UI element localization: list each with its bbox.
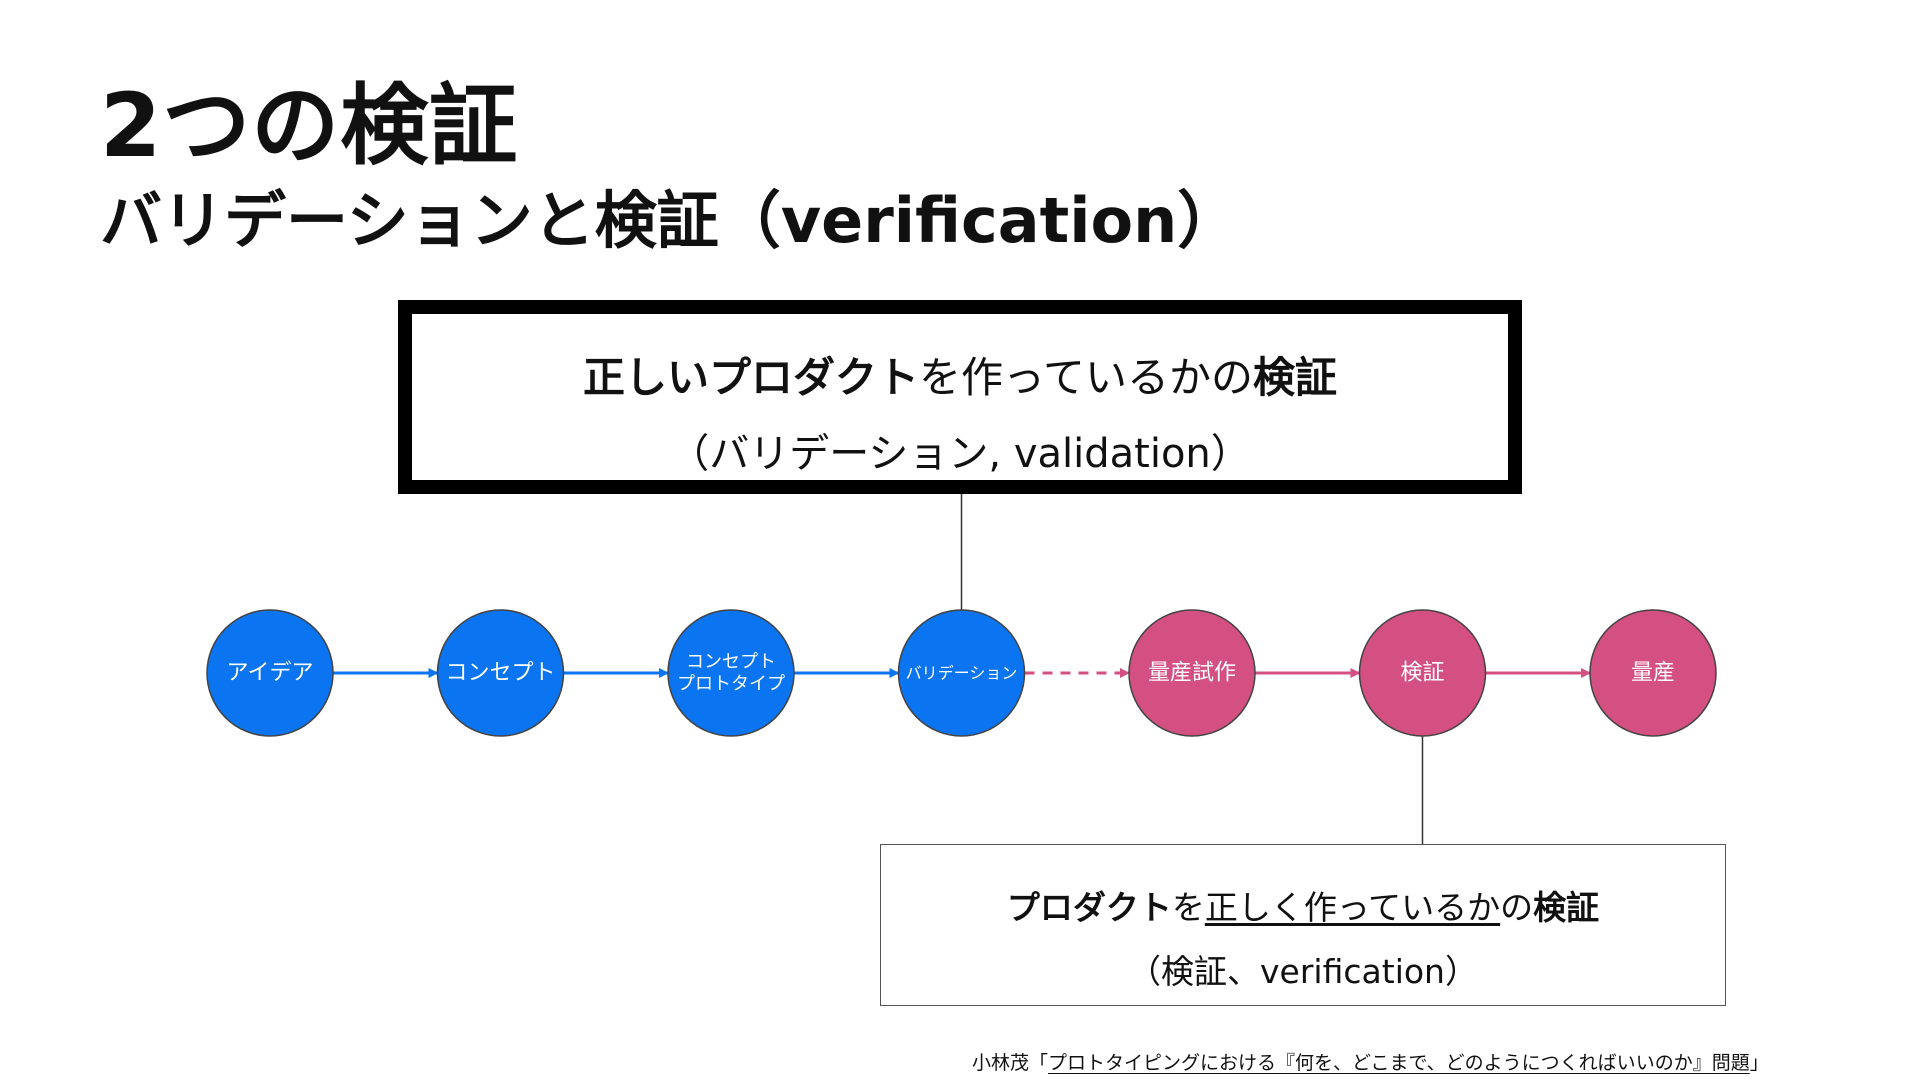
validation-box-subheading: （バリデーション, validation） — [669, 431, 1251, 477]
flow-node-circle — [436, 609, 565, 737]
flow-node-circle — [667, 609, 795, 737]
verification-heading-plain-b: の — [1500, 888, 1534, 927]
validation-heading-plain: を作っているかの — [919, 353, 1253, 402]
validation-heading-bold-b: 検証 — [1252, 353, 1337, 402]
verification-box: プロダクトを正しく作っているかの検証 （検証、verification） — [880, 844, 1726, 1006]
flow-node-label: 検証 — [1400, 661, 1444, 686]
flow-node-label: プロトタイプ — [677, 673, 785, 694]
flow-node-label: コンセプト — [686, 652, 776, 673]
verification-box-heading: プロダクトを正しく作っているかの検証 — [881, 881, 1725, 929]
flow-node-2: コンセプト — [436, 609, 565, 737]
connector-lines — [960, 494, 1424, 844]
flow-node-1: アイデア — [206, 609, 334, 737]
validation-box-heading: 正しいプロダクトを作っているかの検証 — [412, 344, 1508, 405]
verification-heading-bold-a: プロダクト — [1006, 888, 1172, 927]
citation-prefix: 小林茂「 — [972, 1052, 1049, 1074]
flow-node-label: 量産試作 — [1148, 661, 1236, 686]
verification-heading-underlined: 正しく作っているか — [1204, 888, 1501, 927]
validation-heading-bold-a: 正しいプロダクト — [583, 353, 920, 402]
flow-node-circle — [1358, 609, 1487, 737]
flow-node-6: 検証 — [1358, 609, 1487, 737]
validation-box: 正しいプロダクトを作っているかの検証 （バリデーション, validation） — [398, 300, 1522, 494]
flow-node-label: バリデーション — [906, 664, 1018, 683]
flow-node-circle — [206, 609, 334, 737]
flow-node-circle — [1128, 609, 1256, 737]
flow-node-circle — [897, 609, 1026, 737]
flow-nodes: アイデアコンセプトコンセプトプロトタイプバリデーション量産試作検証量産 — [206, 609, 1717, 737]
flow-node-label: コンセプト — [445, 661, 555, 686]
slide-subtitle: バリデーションと検証（verification） — [100, 184, 1240, 257]
citation: 小林茂「プロトタイピングにおける『何を、どこまで、どのようにつくればいいのか』問… — [972, 1048, 1769, 1075]
flow-node-circle — [1589, 609, 1717, 737]
verification-heading-bold-b: 検証 — [1533, 888, 1600, 927]
flow-node-5: 量産試作 — [1128, 609, 1256, 737]
citation-suffix: 」 — [1749, 1052, 1769, 1074]
verification-heading-plain-a: を — [1171, 888, 1205, 927]
verification-box-subheading: （検証、verification） — [1128, 952, 1478, 991]
slide-title: 2つの検証 — [100, 74, 519, 177]
flow-node-label: アイデア — [227, 661, 314, 686]
citation-link[interactable]: プロトタイピングにおける『何を、どこまで、どのようにつくればいいのか』問題 — [1048, 1052, 1750, 1074]
flow-node-4: バリデーション — [897, 609, 1026, 737]
flow-node-label: 量産 — [1631, 661, 1675, 686]
flow-node-7: 量産 — [1589, 609, 1717, 737]
